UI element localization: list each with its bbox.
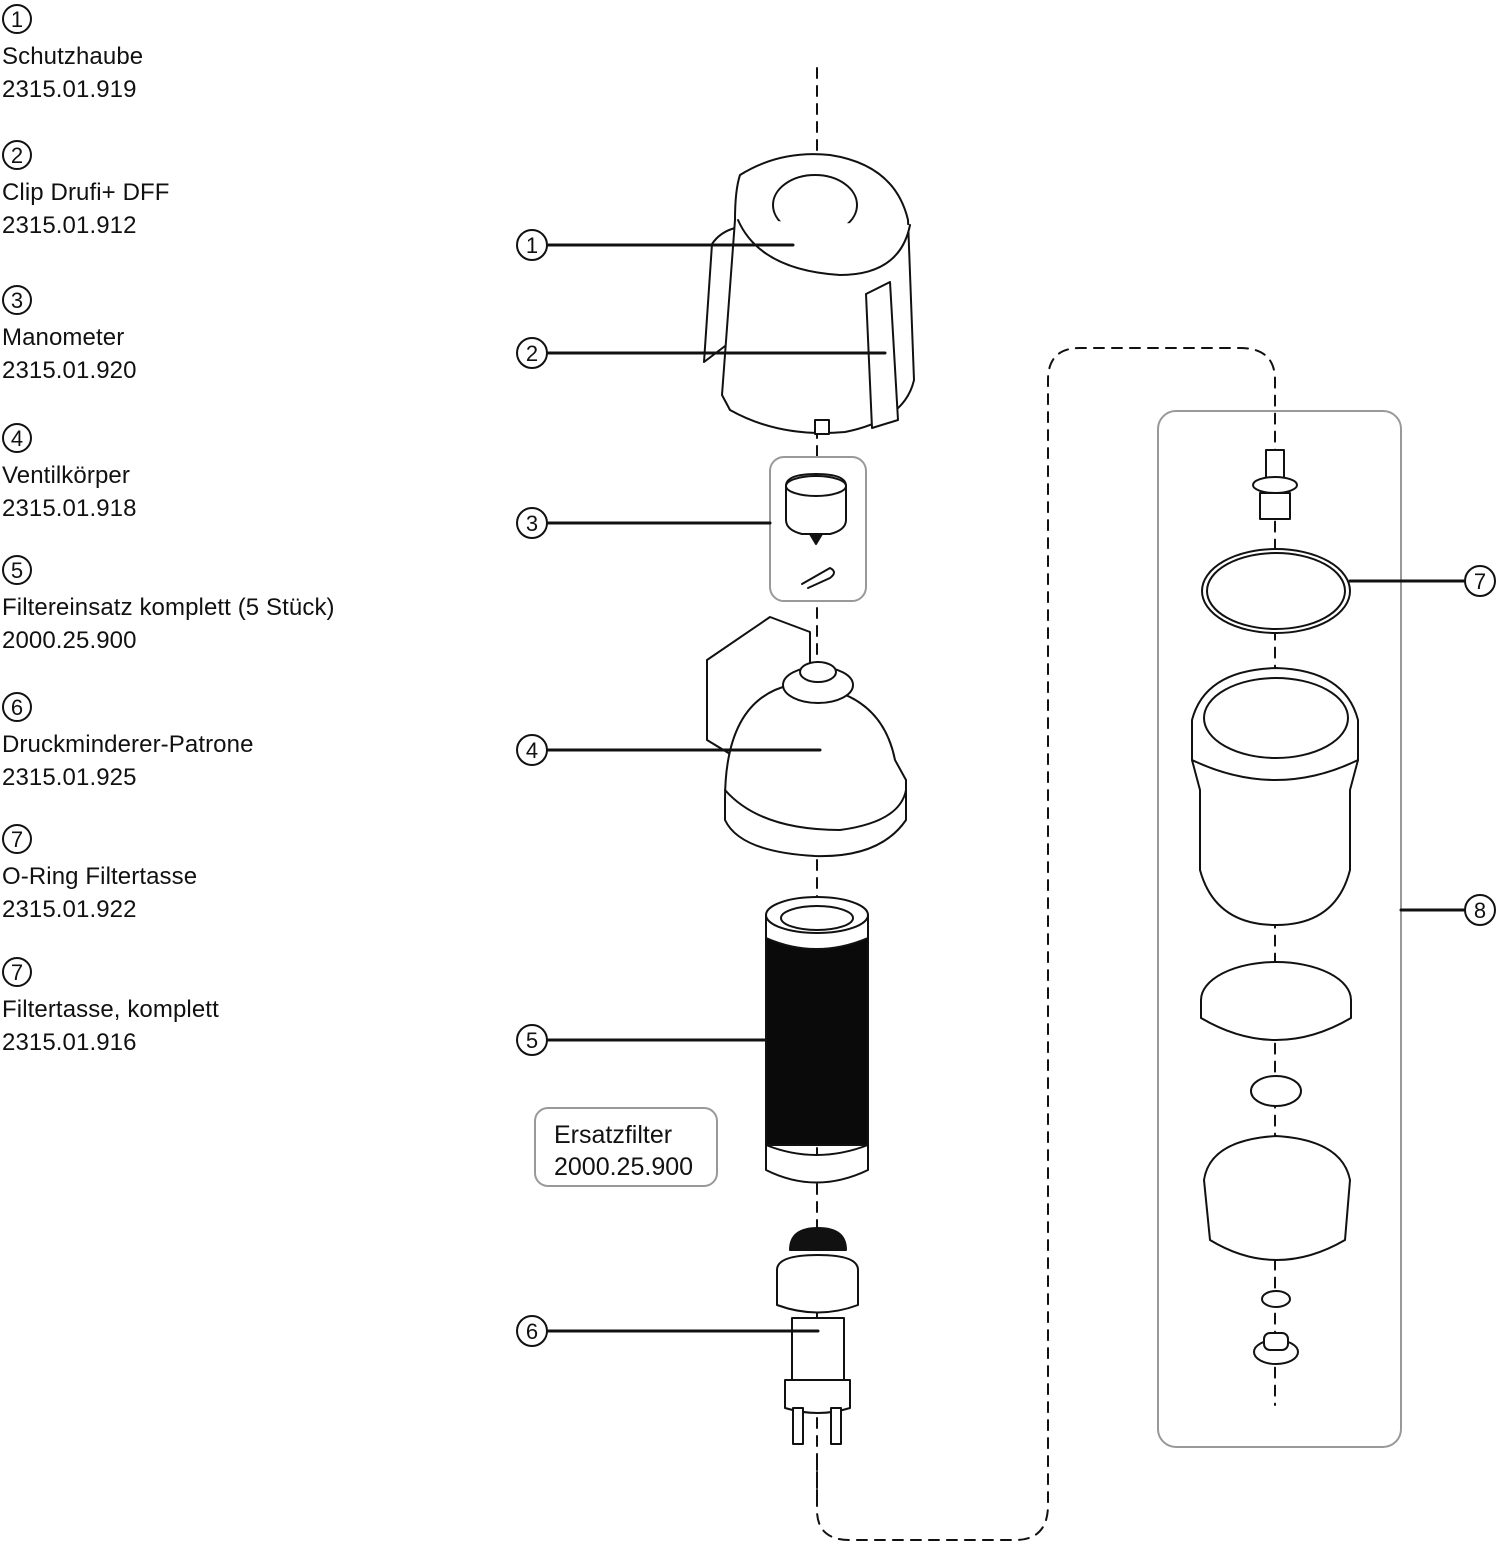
replacement-filter-note: Ersatzfilter 2000.25.900 xyxy=(534,1107,718,1187)
filter-bottom-cap xyxy=(765,1144,869,1184)
item-number-badge: 1 xyxy=(2,4,32,34)
callout-4: 4 xyxy=(516,734,548,766)
part-code: 2000.25.900 xyxy=(2,627,137,654)
part-code: 2315.01.916 xyxy=(2,1029,137,1056)
vent-fitting-flange xyxy=(1252,476,1298,494)
part-name: O-Ring Filtertasse xyxy=(2,863,198,890)
part-code: 2315.01.919 xyxy=(2,76,137,103)
cartridge-leg xyxy=(792,1407,804,1445)
item-number-badge: 3 xyxy=(2,285,32,315)
vent-fitting-thread xyxy=(1259,492,1291,520)
part-ventilkoerper xyxy=(706,616,907,858)
callout-1: 1 xyxy=(516,229,548,261)
legend-entry-4: 4 Ventilkörper 2315.01.918 xyxy=(2,423,137,525)
callout-3: 3 xyxy=(516,507,548,539)
cartridge-body xyxy=(791,1317,845,1381)
manometer-clip xyxy=(801,567,835,589)
valve-body-dome xyxy=(724,684,907,858)
part-druckminderer-patrone xyxy=(776,1227,859,1445)
legend-entry-2: 2 Clip Drufi+ DFF 2315.01.912 xyxy=(2,140,170,242)
bowl-ring-band xyxy=(1200,999,1352,1041)
part-name: Filtertasse, komplett xyxy=(2,996,219,1023)
filter-bowl-rim xyxy=(1203,677,1349,759)
manometer-stem xyxy=(809,533,823,545)
part-name: Manometer xyxy=(2,324,125,351)
cartridge-collar xyxy=(776,1254,859,1314)
replacement-filter-code: 2000.25.900 xyxy=(554,1153,694,1181)
valve-hex-nut xyxy=(799,661,837,683)
part-code: 2315.01.918 xyxy=(2,495,137,522)
part-filtereinsatz xyxy=(765,896,869,1184)
part-code: 2315.01.920 xyxy=(2,357,137,384)
legend-entry-1: 1 Schutzhaube 2315.01.919 xyxy=(2,4,143,106)
callout-6: 6 xyxy=(516,1315,548,1347)
legend-entry-6: 6 Druckminderer-Patrone 2315.01.925 xyxy=(2,692,254,794)
item-number-badge: 2 xyxy=(2,140,32,170)
connector-dashed-path xyxy=(816,347,1276,1541)
part-name: Schutzhaube xyxy=(2,43,144,70)
o-ring-inner xyxy=(1206,552,1346,630)
leader-lines xyxy=(546,243,1466,1333)
tiny-o-ring xyxy=(1261,1290,1291,1308)
part-schutzhaube xyxy=(703,153,915,435)
clip-drufi xyxy=(865,281,899,429)
filter-mesh xyxy=(765,934,869,1146)
valve-body-ring xyxy=(724,789,907,831)
part-name: Filtereinsatz komplett (5 Stück) xyxy=(2,594,335,621)
part-name: Clip Drufi+ DFF xyxy=(2,179,170,206)
callout-2: 2 xyxy=(516,337,548,369)
item-number-badge: 4 xyxy=(2,423,32,453)
hood-notch xyxy=(814,419,830,435)
part-manometer xyxy=(769,456,867,602)
legend-entry-8: 7 Filtertasse, komplett 2315.01.916 xyxy=(2,957,219,1059)
cartridge-top-knob xyxy=(789,1227,847,1251)
cartridge-leg xyxy=(830,1407,842,1445)
part-name: Ventilkörper xyxy=(2,462,130,489)
cartridge-lower-ring xyxy=(784,1379,851,1414)
part-code: 2315.01.922 xyxy=(2,896,137,923)
manometer-face xyxy=(785,475,847,497)
legend-entry-3: 3 Manometer 2315.01.920 xyxy=(2,285,137,387)
callout-8: 8 xyxy=(1464,894,1496,926)
item-number-badge: 5 xyxy=(2,555,32,585)
item-number-badge: 7 xyxy=(2,824,32,854)
filter-bowl-band xyxy=(1191,759,1359,781)
callout-7: 7 xyxy=(1464,565,1496,597)
replacement-filter-label: Ersatzfilter xyxy=(554,1121,673,1149)
part-code: 2315.01.912 xyxy=(2,212,137,239)
legend-entry-7: 7 O-Ring Filtertasse 2315.01.922 xyxy=(2,824,197,926)
part-code: 2315.01.925 xyxy=(2,764,137,791)
part-name: Druckminderer-Patrone xyxy=(2,731,254,758)
drain-plug xyxy=(1263,1332,1289,1351)
legend-entry-5: 5 Filtereinsatz komplett (5 Stück) 2000.… xyxy=(2,555,335,657)
bowl-base xyxy=(1203,1135,1351,1261)
callout-5: 5 xyxy=(516,1024,548,1056)
filter-opening xyxy=(780,905,854,931)
part-filtertasse-group xyxy=(1157,410,1402,1448)
item-number-badge: 6 xyxy=(2,692,32,722)
filtertasse-group-box xyxy=(1157,410,1402,1448)
item-number-badge: 7 xyxy=(2,957,32,987)
small-o-ring xyxy=(1250,1075,1302,1107)
